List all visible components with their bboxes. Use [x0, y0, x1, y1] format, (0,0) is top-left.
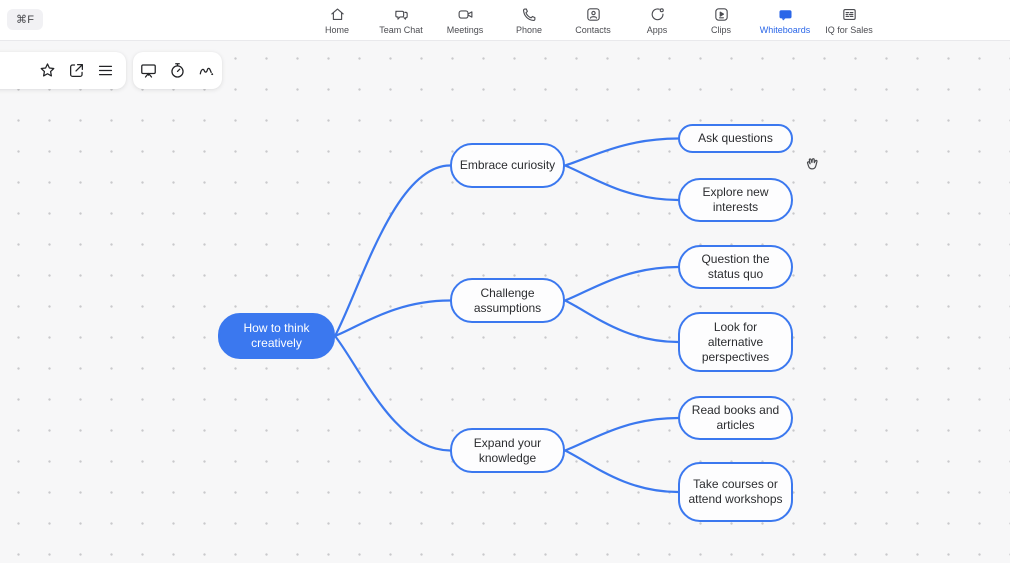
iq-sales-icon	[841, 6, 858, 23]
mindmap-node-root[interactable]: How to think creatively	[218, 313, 335, 359]
nav-item-contacts[interactable]: Contacts	[561, 0, 625, 40]
mindmap-node-l2[interactable]: Explore new interests	[678, 178, 793, 222]
contacts-icon	[585, 6, 602, 23]
mindmap-node-l4[interactable]: Look for alternative perspectives	[678, 312, 793, 372]
search-shortcut-badge[interactable]: ⌘F	[7, 9, 44, 30]
nav-item-label: Contacts	[575, 24, 611, 35]
present-button[interactable]	[139, 61, 159, 81]
nav-item-home[interactable]: Home	[305, 0, 369, 40]
mindmap-node-b2[interactable]: Challenge assumptions	[450, 278, 565, 323]
home-icon	[329, 6, 346, 23]
scribble-button[interactable]	[197, 61, 217, 81]
menu-icon	[96, 61, 115, 80]
board-actions-toolbar	[0, 52, 126, 89]
present-icon	[139, 61, 158, 80]
board-tools-toolbar	[133, 52, 222, 89]
mindmap-node-b3[interactable]: Expand your knowledge	[450, 428, 565, 473]
mindmap-node-l1[interactable]: Ask questions	[678, 124, 793, 153]
menu-button[interactable]	[95, 61, 115, 81]
mindmap-node-l6[interactable]: Take courses or attend workshops	[678, 462, 793, 522]
scribble-icon	[197, 61, 216, 80]
nav-item-meetings[interactable]: Meetings	[433, 0, 497, 40]
nav-item-team-chat[interactable]: Team Chat	[369, 0, 433, 40]
nav-item-label: Whiteboards	[759, 24, 811, 35]
clips-icon	[713, 6, 730, 23]
nav-item-label: Team Chat	[379, 24, 423, 35]
apps-icon	[649, 6, 666, 23]
mindmap-node-l5[interactable]: Read books and articles	[678, 396, 793, 440]
star-button[interactable]	[37, 61, 57, 81]
share-icon	[67, 61, 86, 80]
nav-item-whiteboards[interactable]: Whiteboards	[753, 0, 817, 40]
share-button[interactable]	[66, 61, 86, 81]
nav-item-label: Clips	[710, 24, 731, 35]
chat-icon	[393, 6, 410, 23]
nav-item-label: Meetings	[446, 24, 484, 35]
video-icon	[457, 6, 474, 23]
nav-item-label: Apps	[646, 24, 668, 35]
nav-item-clips[interactable]: Clips	[689, 0, 753, 40]
nav-item-label: IQ for Sales	[825, 24, 873, 35]
timer-button[interactable]	[168, 61, 188, 81]
nav-item-label: Home	[324, 24, 349, 35]
top-navigation: Home Team Chat Meetings Phone Contacts Apps Cl…	[305, 0, 881, 40]
top-bar: ⌘F Home Team Chat Meetings Phone Contacts App…	[0, 0, 1010, 41]
phone-icon	[521, 6, 538, 23]
mindmap-node-l3[interactable]: Question the status quo	[678, 245, 793, 289]
timer-icon	[168, 61, 187, 80]
nav-item-apps[interactable]: Apps	[625, 0, 689, 40]
mindmap-node-b1[interactable]: Embrace curiosity	[450, 143, 565, 188]
nav-item-iq-for-sales[interactable]: IQ for Sales	[817, 0, 881, 40]
nav-item-label: Phone	[515, 24, 543, 35]
nav-item-phone[interactable]: Phone	[497, 0, 561, 40]
whiteboard-icon	[777, 6, 794, 23]
star-icon	[38, 61, 57, 80]
